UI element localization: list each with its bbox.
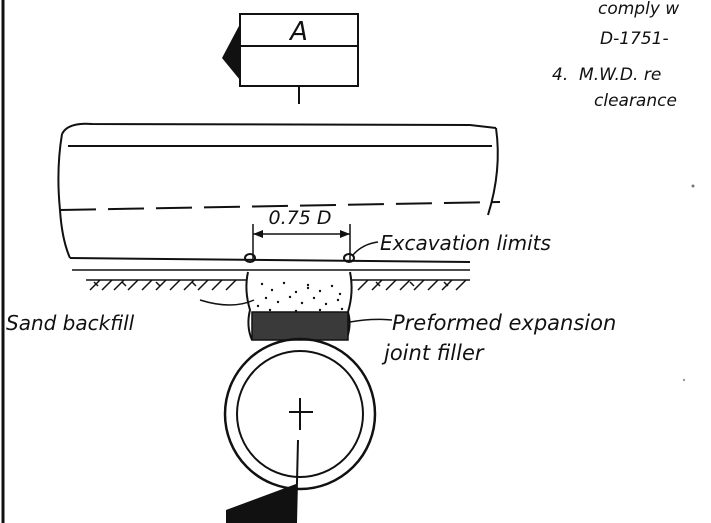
dimension-label: 0.75 D (269, 207, 332, 229)
excavation-marker-left (244, 253, 256, 263)
joint-filler (251, 311, 349, 341)
pipe-cross-section (223, 337, 377, 523)
excavation-marker-right (343, 253, 355, 263)
note-line-2: D-1751- (600, 29, 669, 49)
ground-hatching (86, 279, 470, 291)
scan-speck (682, 378, 686, 382)
conduit-bottom-edge (69, 257, 471, 263)
dimension-arrow-left-icon (253, 230, 263, 238)
conduit-top-edge (61, 122, 497, 135)
notes: comply w D-1751- 4. M.W.D. re clearance (552, 0, 679, 111)
conduit-centerline (59, 201, 501, 211)
section-marker-letter: A (288, 17, 308, 47)
excavation-leader (351, 241, 379, 257)
excavation-limits-label: Excavation limits (380, 231, 551, 255)
note-line-4: clearance (594, 91, 677, 111)
dimension-arrow-right-icon (340, 230, 350, 238)
horizontal-conduit (57, 122, 501, 271)
section-arrow-icon (222, 24, 240, 80)
joint-filler-label-line2: joint filler (381, 341, 485, 365)
pipe-inner-wall (236, 350, 364, 478)
sand-backfill-label: Sand backfill (6, 311, 135, 335)
section-arrow-bottom-icon (226, 484, 296, 523)
note-line-1: comply w (598, 0, 679, 19)
scan-speck (691, 184, 695, 188)
section-marker: A (222, 13, 359, 104)
conduit-left-end (57, 133, 71, 259)
conduit-right-end (487, 127, 499, 216)
joint-filler-leader (349, 318, 393, 323)
pipe-section-stem (295, 439, 299, 523)
note-line-3: 4. M.W.D. re (552, 65, 661, 85)
pipe-outer-wall (223, 337, 377, 491)
dimension-075d: 0.75 D (252, 207, 351, 262)
joint-filler-label-line1: Preformed expansion (392, 311, 616, 335)
sand-backfill-leader (199, 299, 255, 306)
sand-backfill (256, 281, 344, 313)
trench-wall-left (245, 271, 253, 341)
